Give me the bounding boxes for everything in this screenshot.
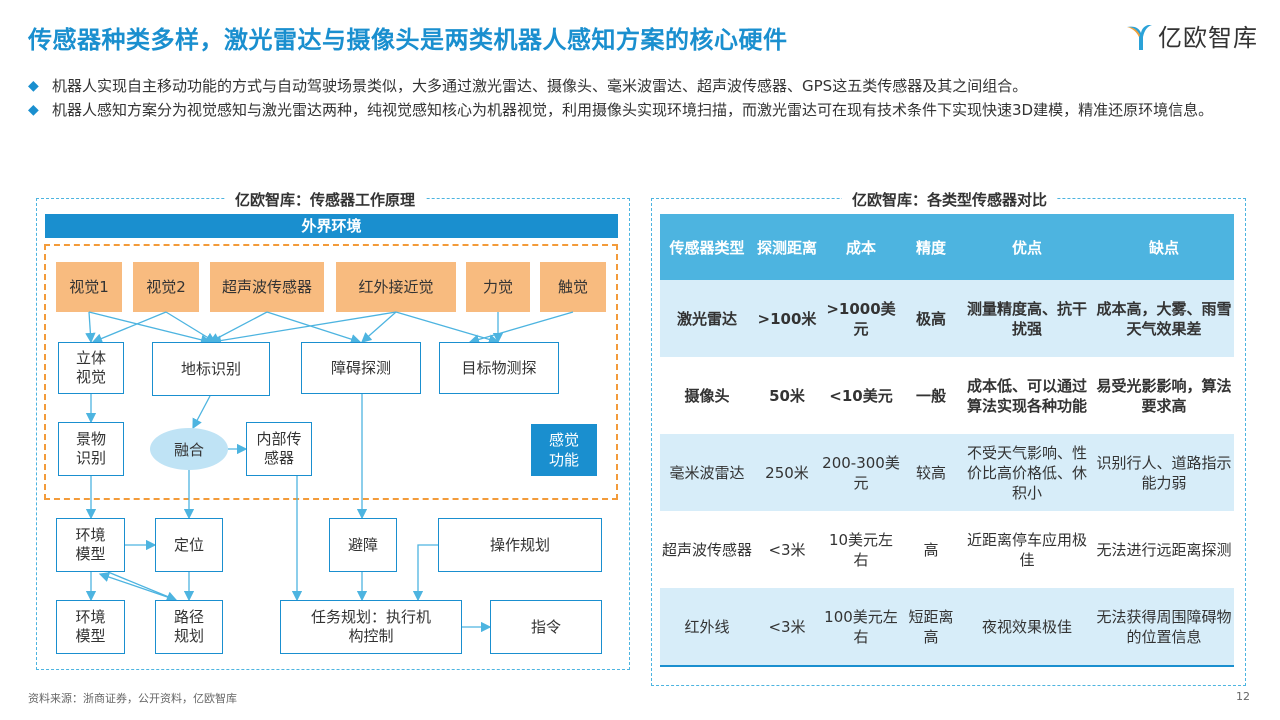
logo-icon: [1127, 24, 1152, 50]
column-header: 缺点: [1094, 214, 1234, 280]
table-cell: 近距离停车应用极佳: [966, 530, 1087, 569]
table-cell: 毫米波雷达: [660, 434, 754, 511]
table-cell: >100米: [754, 280, 820, 357]
page-title: 传感器种类多样，激光雷达与摄像头是两类机器人感知方案的核心硬件: [28, 26, 788, 54]
logo: 亿欧智库: [1124, 18, 1258, 53]
diamond-icon: ◆: [28, 78, 39, 94]
table-cell: <3米: [754, 588, 820, 667]
node-locate: 定位: [155, 518, 223, 572]
table-cell: 测量精度高、抗干扰强: [960, 280, 1094, 357]
node-internal-sensor: 内部传感器: [246, 422, 312, 476]
table-cell: 10美元左右: [828, 530, 894, 569]
table-cell: 易受光影影响，算法要求高: [1096, 376, 1232, 415]
sense-vision-1: 视觉1: [56, 262, 122, 312]
sense-vision-2: 视觉2: [133, 262, 199, 312]
bullet-text: 机器人实现自主移动功能的方式与自动驾驶场景类似，大多通过激光雷达、摄像头、毫米波…: [52, 77, 1028, 95]
table-cell: 识别行人、道路指示能力弱: [1094, 434, 1234, 511]
table-cell: 成本低、可以通过算法实现各种功能: [966, 376, 1087, 415]
logo-text: 亿欧智库: [1158, 24, 1258, 52]
node-task-plan: 任务规划：执行机构控制: [280, 600, 462, 654]
perception-function: 感觉功能: [531, 424, 597, 476]
sensor-compare-panel: 亿欧智库：各类型传感器对比: [651, 189, 1246, 686]
node-command: 指令: [490, 600, 602, 654]
table-cell: >1000美元: [820, 280, 902, 357]
column-header: 成本: [820, 214, 902, 280]
table-cell: <3米: [768, 540, 806, 559]
table-cell: 无法获得周围障碍物的位置信息: [1094, 588, 1234, 667]
table-header-row: 传感器类型 探测距离 成本 精度 优点 缺点: [660, 214, 1234, 280]
node-fusion: 融合: [150, 428, 228, 470]
sense-infrared: 红外接近觉: [336, 262, 456, 312]
column-header: 精度: [902, 214, 960, 280]
panel-title: 亿欧智库：传感器工作原理: [225, 189, 426, 210]
table-cell: 100美元左右: [820, 588, 902, 667]
table-row: 摄像头 50米 <10美元 一般 成本低、可以通过算法实现各种功能 易受光影影响…: [660, 357, 1234, 434]
node-scene: 景物识别: [58, 422, 124, 476]
page-number: 12: [1236, 690, 1250, 703]
panel-title: 亿欧智库：各类型传感器对比: [842, 189, 1058, 210]
bullet-text: 机器人感知方案分为视觉感知与激光雷达两种，纯视觉感知核心为机器视觉，利用摄像头实…: [52, 101, 1214, 119]
table-cell: 无法进行远距离探测: [1096, 540, 1232, 559]
table-cell: 50米: [769, 386, 805, 405]
table-cell: 一般: [915, 386, 946, 405]
sense-ultrasonic: 超声波传感器: [210, 262, 324, 312]
table-cell: 成本高，大雾、雨雪天气效果差: [1094, 280, 1234, 357]
node-env-model-1: 环境模型: [56, 518, 125, 572]
column-header: 优点: [960, 214, 1094, 280]
table-cell: <10美元: [829, 386, 893, 405]
table-cell: 超声波传感器: [662, 540, 753, 559]
table-cell: 极高: [902, 280, 960, 357]
column-header: 探测距离: [754, 214, 820, 280]
table-row: 超声波传感器 <3米 10美元左右 高 近距离停车应用极佳 无法进行远距离探测: [660, 511, 1234, 588]
node-landmark: 地标识别: [152, 342, 270, 396]
source-note: 资料来源：浙商证券，公开资料，亿欧智库: [28, 692, 237, 705]
table-cell: 激光雷达: [660, 280, 754, 357]
node-target-detect: 目标物测探: [439, 342, 559, 394]
diamond-icon: ◆: [28, 102, 39, 118]
table-cell: 250米: [754, 434, 820, 511]
table-row: 激光雷达 >100米 >1000美元 极高 测量精度高、抗干扰强 成本高，大雾、…: [660, 280, 1234, 357]
table-cell: 夜视效果极佳: [960, 588, 1094, 667]
sense-force: 力觉: [466, 262, 530, 312]
node-obstacle-detect: 障碍探测: [301, 342, 421, 394]
table-cell: 200-300美元: [820, 434, 902, 511]
bullet-list: ◆ 机器人实现自主移动功能的方式与自动驾驶场景类似，大多通过激光雷达、摄像头、毫…: [28, 76, 1258, 124]
table-row: 毫米波雷达 250米 200-300美元 较高 不受天气影响、性价比高价格低、休…: [660, 434, 1234, 511]
node-stereo-vision: 立体视觉: [58, 342, 124, 394]
bullet-item: ◆ 机器人实现自主移动功能的方式与自动驾驶场景类似，大多通过激光雷达、摄像头、毫…: [28, 76, 1258, 97]
sense-touch: 触觉: [540, 262, 606, 312]
sensor-comparison-table: 传感器类型 探测距离 成本 精度 优点 缺点 激光雷达 >100米 >1000美…: [660, 214, 1234, 667]
node-env-model-2: 环境模型: [56, 600, 125, 654]
table-cell: 短距离高: [902, 588, 960, 667]
table-cell: 不受天气影响、性价比高价格低、休积小: [960, 434, 1094, 511]
table-cell: 红外线: [660, 588, 754, 667]
column-header: 传感器类型: [660, 214, 754, 280]
table-cell: 高: [923, 540, 939, 559]
perception-region: [44, 244, 618, 500]
node-op-plan: 操作规划: [438, 518, 602, 572]
table-row: 红外线 <3米 100美元左右 短距离高 夜视效果极佳 无法获得周围障碍物的位置…: [660, 588, 1234, 667]
bullet-item: ◆ 机器人感知方案分为视觉感知与激光雷达两种，纯视觉感知核心为机器视觉，利用摄像…: [28, 100, 1258, 121]
table-cell: 摄像头: [684, 386, 730, 405]
environment-bar: 外界环境: [45, 214, 618, 238]
node-path-plan: 路径规划: [155, 600, 223, 654]
sensor-principle-panel: 亿欧智库：传感器工作原理: [36, 189, 630, 670]
node-avoid: 避障: [329, 518, 397, 572]
table-cell: 较高: [902, 434, 960, 511]
